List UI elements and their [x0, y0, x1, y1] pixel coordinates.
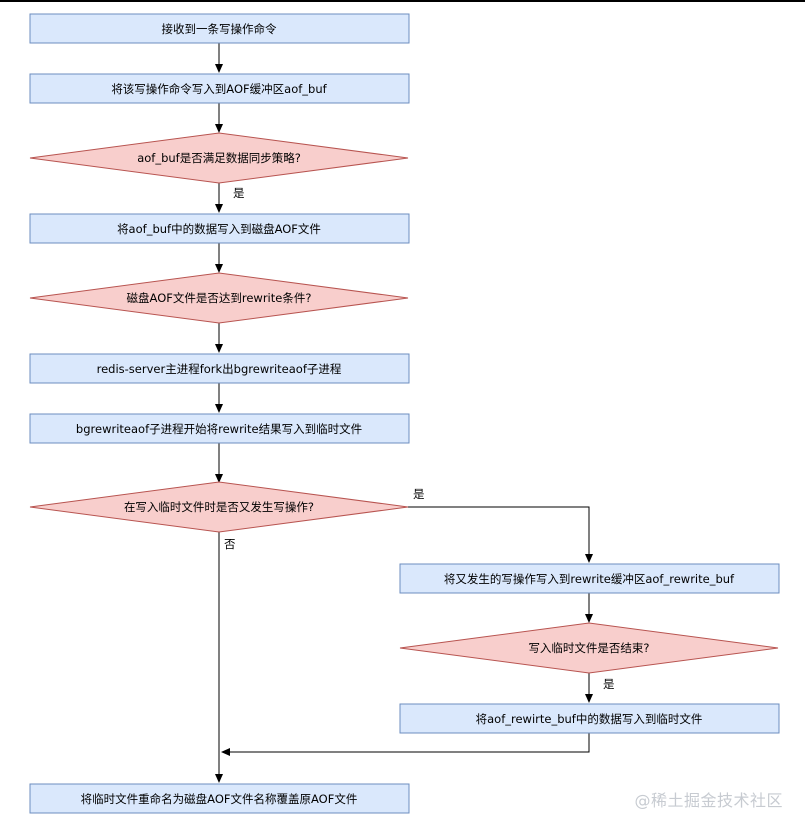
node-n1: 接收到一条写操作命令: [29, 13, 410, 44]
top-border-line: [0, 0, 805, 2]
node-n2-label: 将该写操作命令写入到AOF缓冲区aof_buf: [111, 82, 327, 96]
node-n8-label: 将临时文件重命名为磁盘AOF文件名称覆盖原AOF文件: [81, 792, 358, 806]
node-n3-label: 将aof_buf中的数据写入到磁盘AOF文件: [117, 222, 321, 236]
node-n2: 将该写操作命令写入到AOF缓冲区aof_buf: [29, 73, 410, 104]
decision-d1-label: aof_buf是否满足数据同步策略?: [137, 151, 301, 165]
decision-d4-label: 写入临时文件是否结束?: [528, 641, 649, 655]
edges: [215, 43, 593, 783]
node-n4: redis-server主进程fork出bgrewriteaof子进程: [29, 353, 410, 384]
decision-d4: 写入临时文件是否结束?: [399, 622, 779, 674]
edge-label-d4-yes: 是: [603, 677, 615, 691]
node-n7: 将aof_rewirte_buf中的数据写入到临时文件: [399, 703, 780, 734]
edge-d3-n6: [408, 506, 593, 563]
node-n5: bgrewriteaof子进程开始将rewrite结果写入到临时文件: [29, 413, 410, 444]
node-n5-label: bgrewriteaof子进程开始将rewrite结果写入到临时文件: [76, 422, 362, 436]
node-n6-label: 将又发生的写操作写入到rewrite缓冲区aof_rewrite_buf: [444, 572, 735, 586]
edge-label-d3-no: 否: [224, 537, 236, 551]
decision-d3-label: 在写入临时文件时是否又发生写操作?: [124, 500, 314, 514]
edge-n7-merge: [221, 733, 590, 756]
decision-d1: aof_buf是否满足数据同步策略?: [29, 132, 409, 184]
node-n4-label: redis-server主进程fork出bgrewriteaof子进程: [97, 362, 342, 376]
node-n6: 将又发生的写操作写入到rewrite缓冲区aof_rewrite_buf: [399, 563, 780, 594]
edge-label-d3-yes: 是: [413, 487, 425, 501]
node-n7-label: 将aof_rewirte_buf中的数据写入到临时文件: [476, 712, 703, 726]
decision-d3: 在写入临时文件时是否又发生写操作?: [29, 481, 409, 533]
edge-label-d1-yes: 是: [233, 186, 245, 200]
node-n3: 将aof_buf中的数据写入到磁盘AOF文件: [29, 213, 410, 244]
watermark: @稀土掘金技术社区: [634, 791, 783, 810]
decision-d2-label: 磁盘AOF文件是否达到rewrite条件?: [127, 291, 312, 305]
node-n1-label: 接收到一条写操作命令: [162, 22, 277, 36]
decision-d2: 磁盘AOF文件是否达到rewrite条件?: [29, 272, 409, 324]
node-n8: 将临时文件重命名为磁盘AOF文件名称覆盖原AOF文件: [29, 783, 410, 814]
